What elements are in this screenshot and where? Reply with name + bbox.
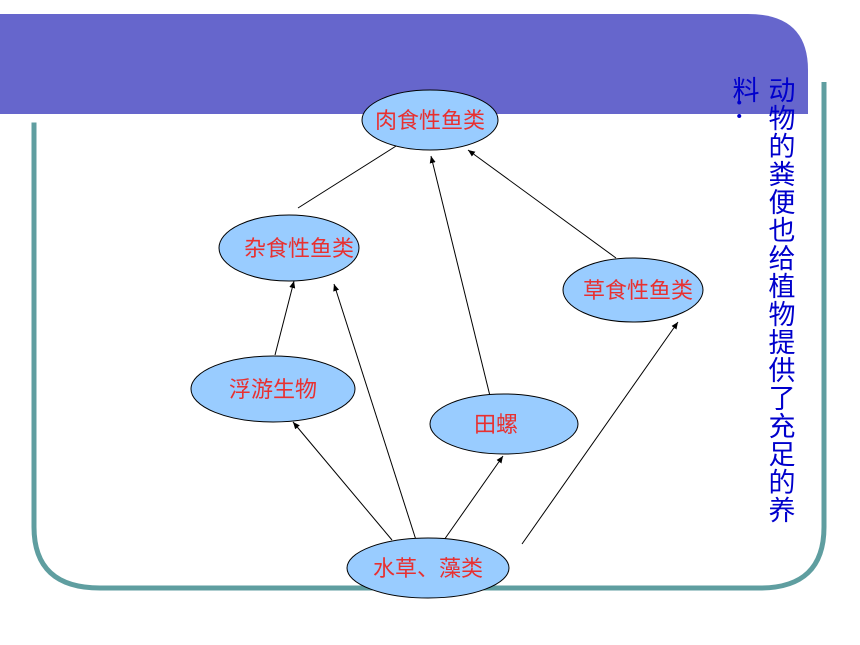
- edge-aquatic-plants-to-plankton: [292, 421, 393, 541]
- side-note-overflow-column: 料：: [733, 76, 760, 125]
- side-note-main-column: 动物的粪便也给植物提供了充足的养: [769, 76, 796, 527]
- node-herbivorous-fish: 草食性鱼类: [562, 257, 704, 323]
- edge-omnivorous-fish-to-carnivorous-fish: [297, 140, 405, 209]
- edge-aquatic-plants-to-river-snail: [443, 455, 504, 541]
- node-carnivorous-fish-ellipse: [361, 89, 499, 151]
- node-carnivorous-fish: 肉食性鱼类: [361, 89, 499, 151]
- node-plankton: 浮游生物: [190, 355, 356, 423]
- food-web-nodes: 肉食性鱼类 杂食性鱼类 草食性鱼类 浮游生物 田螺 水草、藻类: [190, 89, 704, 599]
- edge-aquatic-plants-to-omnivorous-fish: [333, 283, 417, 541]
- node-river-snail: 田螺: [429, 393, 579, 455]
- node-aquatic-plants-label: 水草、藻类: [373, 557, 483, 582]
- node-plankton-label: 浮游生物: [229, 378, 317, 403]
- content-frame-border: [31, 82, 827, 591]
- node-plankton-ellipse: [190, 355, 356, 423]
- edge-aquatic-plants-to-herbivorous-fish: [521, 321, 679, 545]
- edge-plankton-to-omnivorous-fish: [274, 280, 296, 356]
- edge-river-snail-to-carnivorous-fish: [429, 155, 491, 397]
- node-river-snail-label: 田螺: [474, 413, 518, 438]
- food-web-edges: [274, 140, 679, 545]
- node-herbivorous-fish-ellipse: [562, 257, 704, 323]
- node-river-snail-ellipse: [429, 393, 579, 455]
- edge-herbivorous-fish-to-carnivorous-fish: [467, 149, 617, 259]
- node-omnivorous-fish-ellipse: [218, 214, 360, 282]
- node-aquatic-plants: 水草、藻类: [346, 537, 510, 599]
- side-note: 动物的粪便也给植物提供了充足的养 料：: [733, 76, 796, 527]
- header-band: [0, 14, 808, 114]
- node-aquatic-plants-ellipse: [346, 537, 510, 599]
- node-herbivorous-fish-label: 草食性鱼类: [583, 279, 693, 304]
- node-omnivorous-fish: 杂食性鱼类: [218, 214, 360, 282]
- node-carnivorous-fish-label: 肉食性鱼类: [375, 109, 485, 134]
- node-omnivorous-fish-label: 杂食性鱼类: [244, 237, 354, 262]
